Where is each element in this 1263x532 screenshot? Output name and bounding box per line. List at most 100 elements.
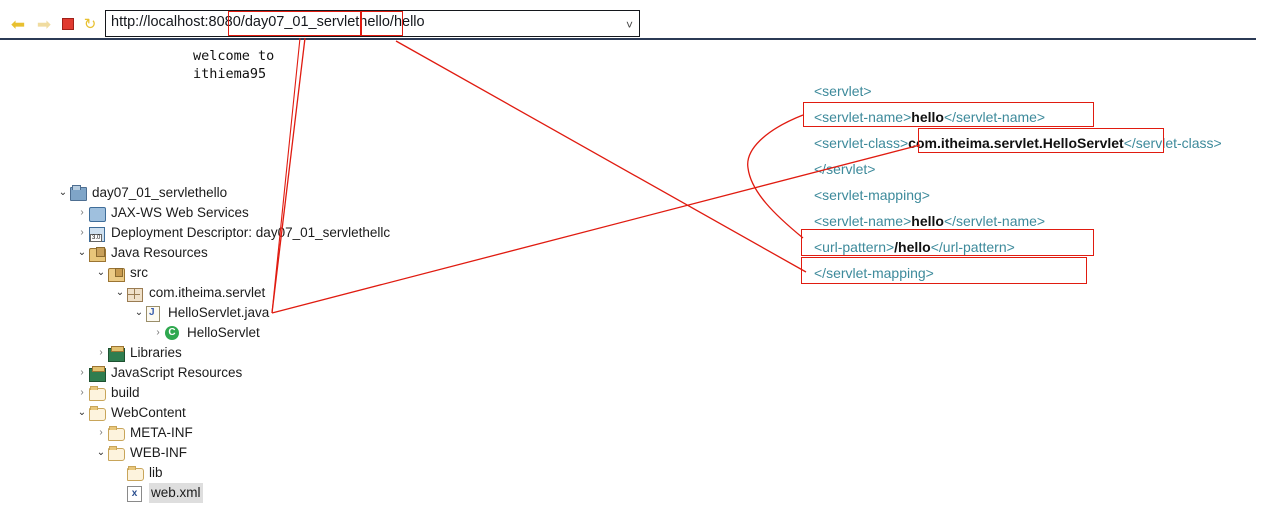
class-icon bbox=[165, 325, 183, 341]
chevron-right-icon[interactable]: › bbox=[80, 207, 84, 218]
tree-item-com-itheima-servlet[interactable]: ⌄com.itheima.servlet bbox=[56, 283, 386, 303]
chevron-down-icon[interactable]: ⌄ bbox=[77, 247, 87, 258]
stop-icon[interactable] bbox=[58, 14, 78, 34]
folder-icon bbox=[127, 465, 145, 481]
tree-item-jax-ws-web-services[interactable]: › JAX-WS Web Services bbox=[56, 203, 386, 223]
tree-item-helloservlet-java[interactable]: ⌄ HelloServlet.java bbox=[56, 303, 386, 323]
toolbar-divider bbox=[0, 38, 1256, 40]
libraries-icon bbox=[89, 365, 107, 382]
tree-item-label: build bbox=[111, 385, 140, 400]
tree-item-label: JavaScript Resources bbox=[111, 365, 243, 380]
chevron-down-icon[interactable]: ⌄ bbox=[58, 187, 68, 198]
chevron-right-icon[interactable]: › bbox=[80, 367, 84, 378]
tag-url-pattern-close: </url-pattern> bbox=[930, 239, 1015, 255]
tag-servlet-class-open: <servlet-class> bbox=[814, 135, 909, 151]
tag-servlet-mapping-open: <servlet-mapping> bbox=[814, 187, 930, 203]
forward-arrow-icon[interactable]: ➡ bbox=[36, 14, 52, 34]
value-servlet-class: com.itheima.servlet.HelloServlet bbox=[908, 135, 1124, 151]
chevron-down-icon[interactable]: ⌄ bbox=[115, 287, 125, 298]
chevron-right-icon[interactable]: › bbox=[80, 227, 84, 238]
tree-item-javascript-resources[interactable]: › JavaScript Resources bbox=[56, 363, 386, 383]
tree-item-label: JAX-WS Web Services bbox=[111, 205, 249, 220]
twisty-spacer bbox=[113, 483, 127, 503]
tree-item-label: HelloServlet.java bbox=[168, 305, 270, 320]
package-icon bbox=[127, 285, 145, 302]
chevron-down-icon[interactable]: ⌄ bbox=[134, 307, 144, 318]
chevron-down-icon[interactable]: ⌄ bbox=[96, 267, 106, 278]
libraries-icon bbox=[108, 345, 126, 362]
annotation-box-url-context-path bbox=[228, 11, 361, 36]
chevron-down-icon[interactable]: ⌄ bbox=[77, 407, 87, 418]
tree-item-src[interactable]: ⌄ src bbox=[56, 263, 386, 283]
tree-item-label: lib bbox=[149, 465, 163, 480]
tree-item-label: WEB-INF bbox=[130, 445, 187, 460]
chevron-down-icon[interactable]: ˅ bbox=[625, 18, 633, 32]
tree-item-java-resources[interactable]: ⌄ Java Resources bbox=[56, 243, 386, 263]
tag-servlet-name-open-2: <servlet-name> bbox=[814, 213, 912, 229]
chevron-right-icon[interactable]: › bbox=[99, 427, 103, 438]
folder-icon bbox=[89, 405, 107, 421]
tree-item-label: WebContent bbox=[111, 405, 186, 420]
tree-item-label: Deployment Descriptor: day07_01_servleth… bbox=[111, 225, 391, 240]
tree-item-deployment-descriptor-day07-01-servlethellc[interactable]: › Deployment Descriptor: day07_01_servlet… bbox=[56, 223, 390, 243]
tree-item-lib[interactable]: lib bbox=[56, 463, 386, 483]
tag-servlet-name-open-1: <servlet-name> bbox=[814, 109, 912, 125]
xml-line-servlet-close: </servlet> bbox=[800, 156, 1252, 182]
tree-item-label: web.xml bbox=[149, 483, 203, 503]
xml-line-servlet-class: <servlet-class>com.itheima.servlet.Hello… bbox=[800, 130, 1252, 156]
tree-item-meta-inf[interactable]: › META-INF bbox=[56, 423, 386, 443]
back-arrow-icon[interactable]: ⬅ bbox=[10, 14, 26, 34]
connector-servletname-brace bbox=[747, 114, 804, 239]
tag-servlet-close: </servlet> bbox=[814, 161, 876, 177]
tree-item-libraries[interactable]: › Libraries bbox=[56, 343, 386, 363]
chevron-right-icon[interactable]: › bbox=[156, 327, 160, 338]
annotation-box-servlet-class bbox=[918, 128, 1164, 153]
tree-item-label: HelloServlet bbox=[187, 325, 260, 340]
web-services-icon bbox=[89, 205, 107, 222]
folder-icon bbox=[89, 385, 107, 401]
tree-item-label: src bbox=[130, 265, 148, 280]
tag-servlet-open: <servlet> bbox=[814, 83, 872, 99]
browser-toolbar: ⬅ ➡ ↻ http://localhost:8080/day07_01_ser… bbox=[0, 0, 1263, 40]
tree-item-label: META-INF bbox=[130, 425, 193, 440]
chevron-right-icon[interactable]: › bbox=[99, 347, 103, 358]
url-text: http://localhost:8080/day07_01_servlethe… bbox=[111, 14, 425, 30]
chevron-right-icon[interactable]: › bbox=[80, 387, 84, 398]
tag-servlet-name-close-2: </servlet-name> bbox=[943, 213, 1046, 229]
tree-item-label: Libraries bbox=[130, 345, 182, 360]
chevron-down-icon[interactable]: ⌄ bbox=[96, 447, 106, 458]
tree-item-day07-01-servlethello[interactable]: ⌄ day07_01_servlethello bbox=[56, 183, 386, 203]
xml-line-servlet-name-1: <servlet-name>hello</servlet-name> bbox=[800, 104, 1252, 130]
annotation-box-servlet-name-1 bbox=[803, 102, 1094, 127]
java-resources-icon bbox=[89, 245, 107, 262]
tree-item-webcontent[interactable]: ⌄ WebContent bbox=[56, 403, 386, 423]
xml-file-icon bbox=[127, 485, 145, 502]
page-output-text: welcome to ithiema95 bbox=[193, 48, 275, 82]
annotation-box-url-servlet-path bbox=[361, 11, 403, 36]
tree-item-web-inf[interactable]: ⌄ WEB-INF bbox=[56, 443, 386, 463]
xml-line-servlet-open: <servlet> bbox=[800, 78, 1252, 104]
tree-item-label: day07_01_servlethello bbox=[92, 185, 228, 200]
tag-servlet-class-close: </servlet-class> bbox=[1123, 135, 1222, 151]
source-folder-icon bbox=[108, 265, 126, 282]
address-bar[interactable]: http://localhost:8080/day07_01_servlethe… bbox=[105, 10, 640, 37]
refresh-icon[interactable]: ↻ bbox=[83, 15, 97, 33]
tag-servlet-name-close-1: </servlet-name> bbox=[943, 109, 1046, 125]
tree-item-label: Java Resources bbox=[111, 245, 208, 260]
tree-item-helloservlet[interactable]: › HelloServlet bbox=[56, 323, 386, 343]
annotation-box-url-pattern bbox=[801, 257, 1087, 284]
xml-line-servlet-mapping-open: <servlet-mapping> bbox=[800, 182, 1252, 208]
annotation-box-servlet-name-2 bbox=[801, 229, 1094, 256]
value-servlet-name-1: hello bbox=[911, 109, 944, 125]
tree-item-build[interactable]: › build bbox=[56, 383, 386, 403]
value-servlet-name-2: hello bbox=[911, 213, 944, 229]
java-file-icon bbox=[146, 305, 164, 322]
tree-item-web-xml[interactable]: web.xml bbox=[56, 483, 386, 503]
folder-icon bbox=[108, 445, 126, 461]
twisty-spacer bbox=[113, 463, 127, 483]
folder-icon bbox=[108, 425, 126, 441]
project-explorer-tree: ⌄ day07_01_servlethello › JAX-WS Web Servic… bbox=[56, 183, 390, 503]
connector-path-to-urlpattern bbox=[395, 40, 807, 273]
project-icon bbox=[70, 185, 88, 201]
deployment-descriptor-icon bbox=[89, 225, 107, 242]
